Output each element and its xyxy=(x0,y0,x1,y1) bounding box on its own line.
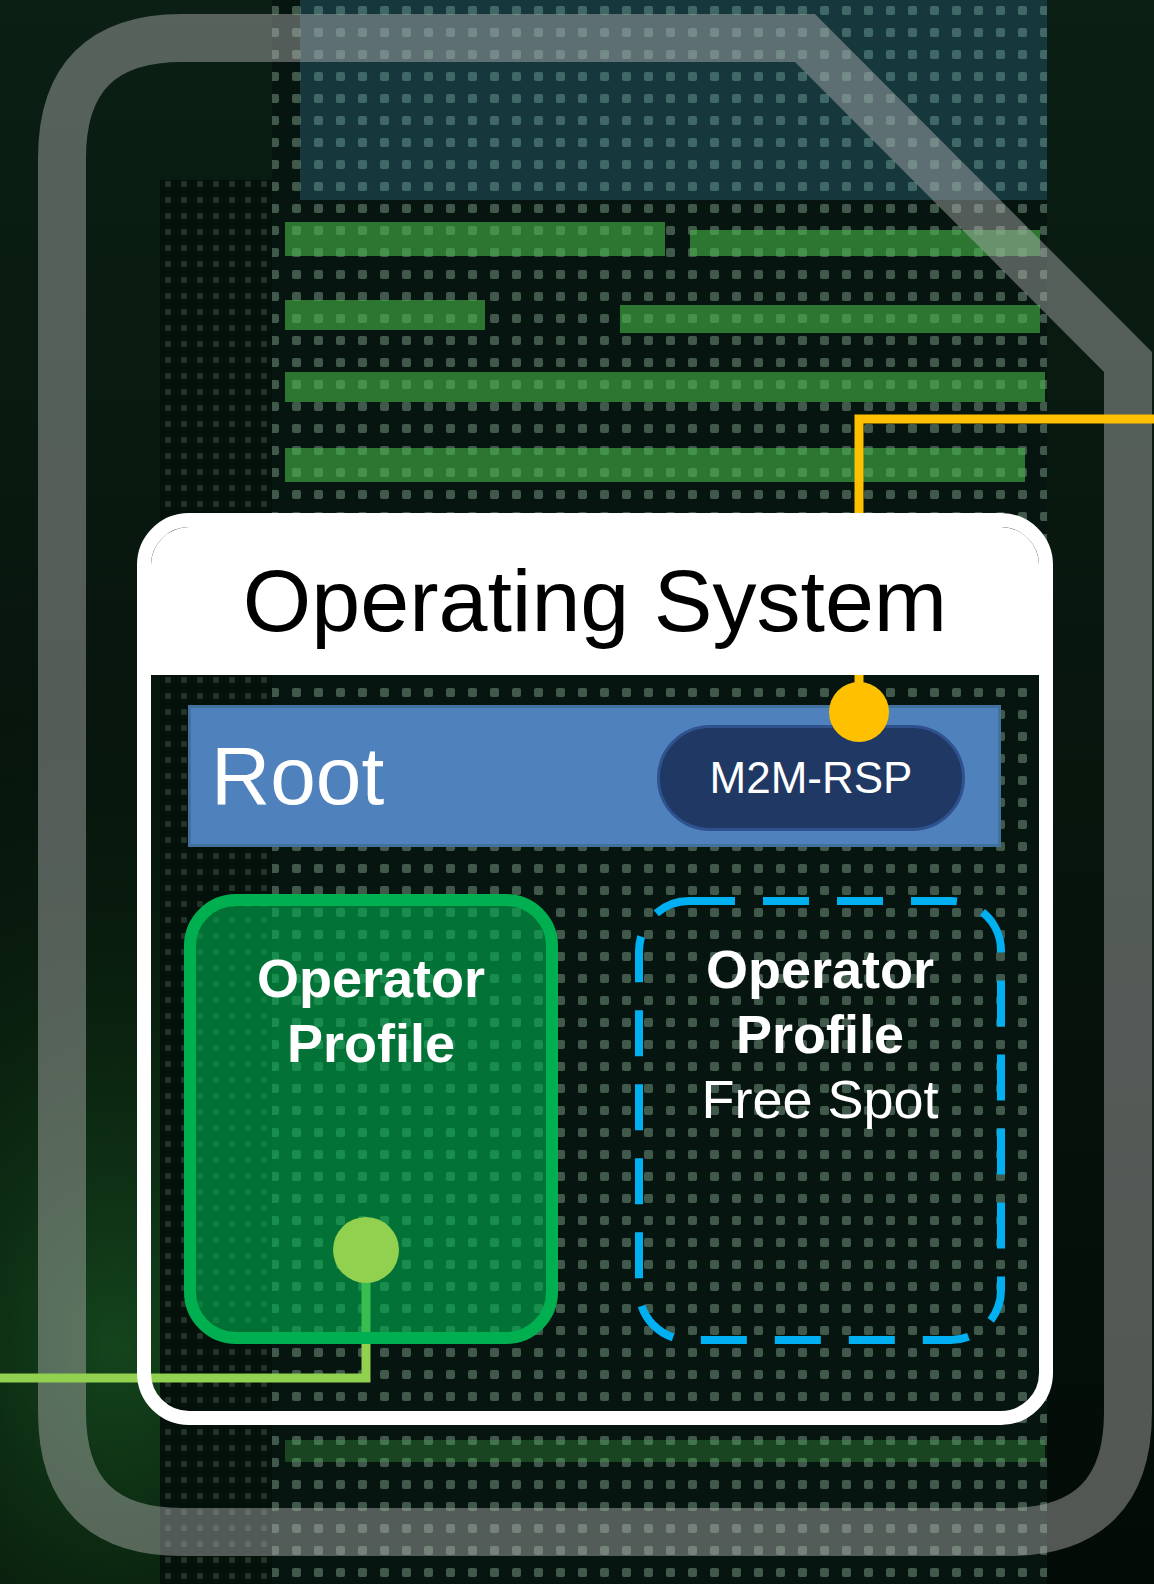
light-bar xyxy=(285,222,665,256)
free-profile-slot: Operator ProfileFree Spot xyxy=(635,897,1005,1344)
sim-card-outline xyxy=(62,38,1128,1532)
operator-profile-box: Operator Profile xyxy=(184,894,558,1344)
tower-side xyxy=(160,180,272,1584)
leader-dot xyxy=(333,1217,399,1283)
rsp-pill: M2M-RSP xyxy=(657,725,965,831)
tower-side-dots xyxy=(160,180,272,1584)
node-label: Free Spot xyxy=(635,1067,1005,1132)
operating-system-box: M2M-RSPRootOperator ProfileOperator Prof… xyxy=(137,513,1053,1425)
light-bar xyxy=(285,372,1045,402)
light-bar xyxy=(620,305,1040,333)
light-bar xyxy=(285,300,485,330)
root-band: M2M-RSP Root xyxy=(188,705,1001,847)
light-bar xyxy=(285,448,1025,482)
box-title: Operating System xyxy=(151,527,1039,675)
leader-dot xyxy=(829,682,889,742)
node-label: M2M-RSP xyxy=(660,752,962,805)
node-label: Root xyxy=(211,727,384,825)
light-bar xyxy=(285,1440,1045,1462)
node-label: Operator Profile xyxy=(196,946,546,1076)
node-label: Operator Profile xyxy=(635,937,1005,1067)
